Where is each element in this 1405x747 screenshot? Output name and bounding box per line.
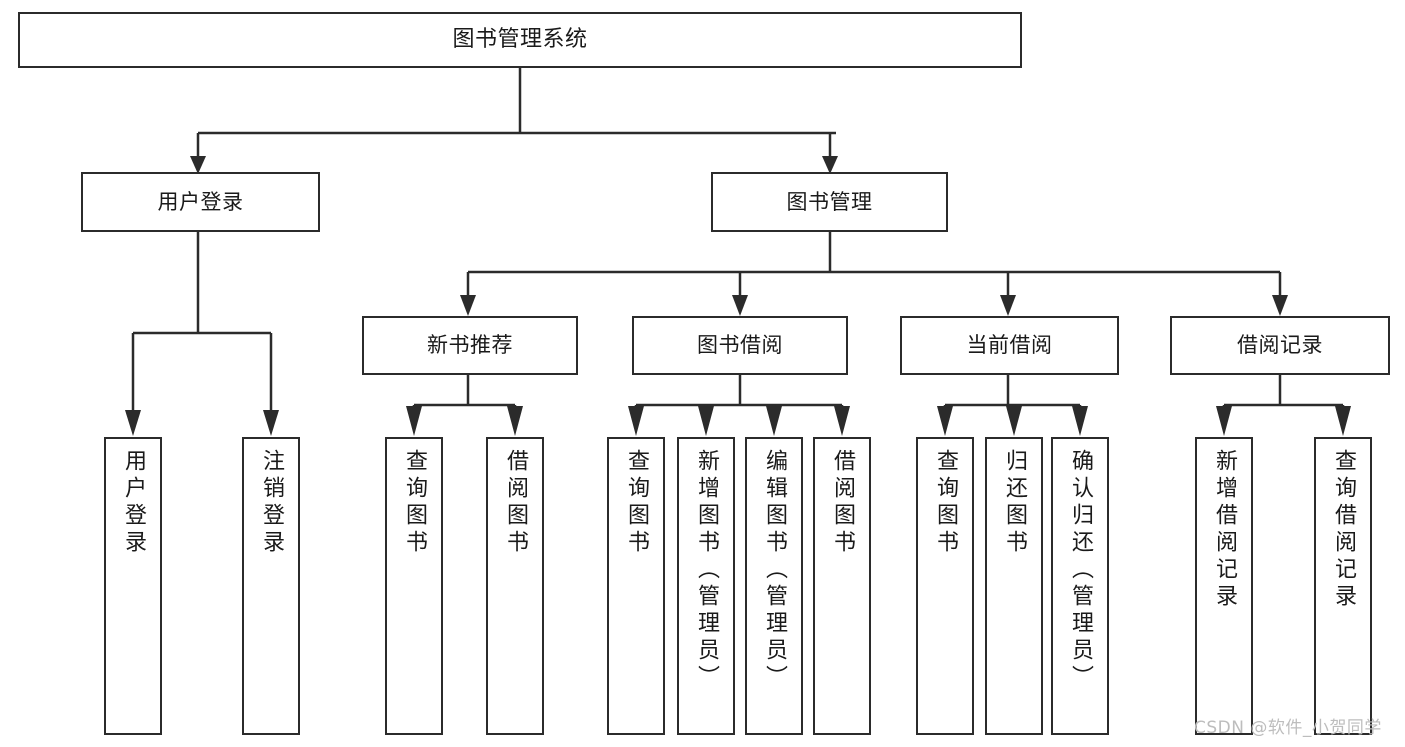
node-user-login[interactable]: 用户登录 [81,172,320,232]
node-leaf-query-book-1[interactable]: 查询图书 [385,437,443,735]
node-new-book-recommend-label: 新书推荐 [427,333,513,358]
arrowhead-book-borrow [732,295,748,316]
node-leaf-return-book-label: 归还图书 [1002,449,1027,557]
arrowhead-leaf-add-record [1216,406,1232,436]
arrowhead-leaf-query-book-3 [937,406,953,436]
node-leaf-query-record[interactable]: 查询借阅记录 [1314,437,1372,735]
arrowhead-current-borrow [1000,295,1016,316]
node-book-borrow-label: 图书借阅 [697,333,783,358]
node-leaf-add-book[interactable]: 新增图书（管理员） [677,437,735,735]
node-leaf-confirm-return[interactable]: 确认归还（管理员） [1051,437,1109,735]
node-book-borrow[interactable]: 图书借阅 [632,316,848,375]
node-leaf-query-book-3[interactable]: 查询图书 [916,437,974,735]
arrowhead-leaf-query-record [1335,406,1351,436]
node-root-label: 图书管理系统 [452,27,588,53]
arrowhead-leaf-query-book-2 [628,406,644,436]
node-current-borrow[interactable]: 当前借阅 [900,316,1119,375]
arrowhead-leaf-edit-book [766,406,782,436]
csdn-watermark: CSDN @软件_小贺同学 [1194,718,1382,738]
node-book-management-label: 图书管理 [786,189,873,214]
node-leaf-borrow-book-1-label: 借阅图书 [503,449,528,557]
arrowhead-new-book-recommend [460,295,476,316]
node-leaf-query-book-1-label: 查询图书 [402,449,427,557]
node-current-borrow-label: 当前借阅 [966,333,1053,358]
node-user-login-label: 用户登录 [157,189,244,214]
node-leaf-borrow-book-2-label: 借阅图书 [830,449,855,557]
arrowhead-leaf-return-book [1006,406,1022,436]
node-leaf-add-record[interactable]: 新增借阅记录 [1195,437,1253,735]
node-leaf-add-book-label: 新增图书（管理员） [694,449,719,692]
arrowhead-leaf-add-book [698,406,714,436]
node-leaf-borrow-book-1[interactable]: 借阅图书 [486,437,544,735]
node-leaf-user-login[interactable]: 用户登录 [104,437,162,735]
node-leaf-edit-book[interactable]: 编辑图书（管理员） [745,437,803,735]
node-root[interactable]: 图书管理系统 [18,12,1022,68]
node-book-management[interactable]: 图书管理 [711,172,948,232]
node-leaf-query-record-label: 查询借阅记录 [1331,449,1356,611]
arrowhead-borrow-record [1272,295,1288,316]
node-leaf-user-login-label: 用户登录 [121,449,146,557]
arrowhead-leaf-query-book-1 [406,406,422,436]
node-new-book-recommend[interactable]: 新书推荐 [362,316,578,375]
node-leaf-edit-book-label: 编辑图书（管理员） [762,449,787,692]
arrowhead-leaf-user-login [125,410,141,436]
node-leaf-borrow-book-2[interactable]: 借阅图书 [813,437,871,735]
node-leaf-query-book-3-label: 查询图书 [933,449,958,557]
arrowhead-leaf-borrow-book-2 [834,406,850,436]
node-leaf-query-book-2-label: 查询图书 [624,449,649,557]
node-leaf-return-book[interactable]: 归还图书 [985,437,1043,735]
arrowhead-leaf-confirm-return [1072,406,1088,436]
node-leaf-add-record-label: 新增借阅记录 [1212,449,1237,611]
arrowhead-leaf-borrow-book-1 [507,406,523,436]
arrowhead-leaf-logout-login [263,410,279,436]
node-leaf-logout-login[interactable]: 注销登录 [242,437,300,735]
node-leaf-logout-login-label: 注销登录 [259,449,284,557]
node-leaf-query-book-2[interactable]: 查询图书 [607,437,665,735]
node-leaf-confirm-return-label: 确认归还（管理员） [1068,449,1093,692]
node-borrow-record-label: 借阅记录 [1237,333,1323,358]
node-borrow-record[interactable]: 借阅记录 [1170,316,1390,375]
